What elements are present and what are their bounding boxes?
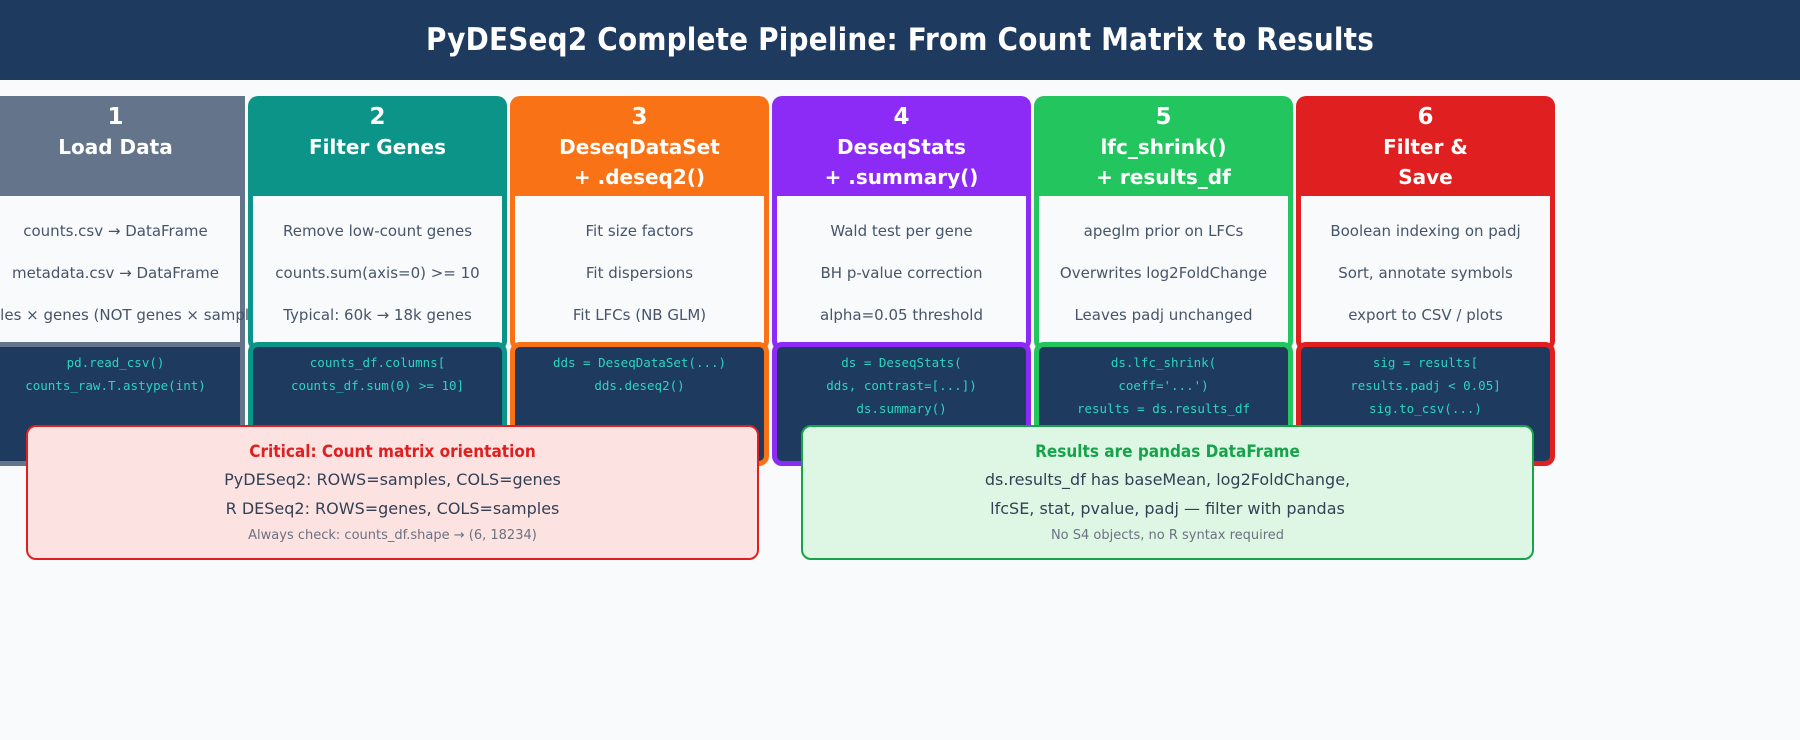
code-line: sig.to_csv(...) (1369, 401, 1482, 416)
note-line: PyDESeq2: ROWS=samples, COLS=genes (224, 470, 561, 489)
title-banner: PyDESeq2 Complete Pipeline: From Count M… (0, 0, 1800, 80)
note-line: R DESeq2: ROWS=genes, COLS=samples (225, 499, 560, 518)
note-info: Results are pandas DataFrame ds.results_d… (801, 425, 1534, 560)
step-title: DeseqStats + .summary() (824, 135, 979, 189)
step-number: 5 (1155, 104, 1172, 130)
code-line: coeff='...') (1118, 378, 1209, 393)
note-line: lfcSE, stat, pvalue, padj — filter with … (990, 499, 1345, 518)
code-line: ds.summary() (856, 401, 947, 416)
code-line: dds, contrast=[...]) (826, 378, 977, 393)
note-footnote: Always check: counts_df.shape → (6, 1823… (248, 528, 537, 543)
step-title: Load Data (58, 135, 173, 159)
step-title: DeseqDataSet + .deseq2() (559, 135, 720, 189)
code-line: counts_raw.T.astype(int) (25, 378, 206, 393)
note-title: Results are pandas DataFrame (1035, 442, 1300, 462)
code-line: results = ds.results_df (1076, 401, 1251, 416)
step-bullet: Typical: 60k → 18k genes (283, 306, 472, 324)
step-bullet: Overwrites log2FoldChange (1059, 264, 1268, 282)
step-bullet: Boolean indexing on padj (1330, 222, 1521, 240)
step-bullet: apeglm prior on LFCs (1083, 222, 1244, 240)
step-bullet: alpha=0.05 threshold (820, 306, 983, 324)
step-bullet: samples × genes (NOT genes × samples) (0, 306, 272, 324)
note-title: Critical: Count matrix orientation (249, 442, 536, 462)
page-title: PyDESeq2 Complete Pipeline: From Count M… (426, 22, 1374, 58)
code-line: sig = results[ (1372, 355, 1479, 370)
step-title: Filter Genes (308, 135, 446, 159)
code-line: ds.lfc_shrink( (1110, 355, 1217, 370)
step-bullet: metadata.csv → DataFrame (11, 264, 220, 282)
step-number: 3 (631, 104, 648, 130)
step-bullet: Remove low-count genes (282, 222, 473, 240)
step-bullet: counts.csv → DataFrame (23, 222, 208, 240)
step-bullet: BH p-value correction (820, 264, 983, 282)
step-bullet: Leaves padj unchanged (1074, 306, 1253, 324)
code-line: counts_df.columns[ (309, 355, 446, 370)
step-bullet: Fit size factors (585, 222, 694, 240)
step-title: lfc_shrink() + results_df (1096, 135, 1231, 189)
code-line: ds = DeseqStats( (841, 355, 962, 370)
step-bullet: Fit LFCs (NB GLM) (572, 306, 707, 324)
step-bullet: Fit dispersions (585, 264, 694, 282)
step-bullet: Wald test per gene (830, 222, 973, 240)
step-body-4: Wald test per gene BH p-value correction a… (772, 196, 1031, 351)
step-header-5: 5 lfc_shrink() + results_df (1034, 96, 1293, 196)
step-number: 4 (893, 104, 910, 130)
code-line: dds.deseq2() (594, 378, 685, 393)
note-footnote: No S4 objects, no R syntax required (1050, 528, 1285, 543)
step-bullet: Sort, annotate symbols (1338, 264, 1513, 282)
step-body-2: Remove low-count genes counts.sum(axis=0)… (248, 196, 507, 351)
code-line: dds = DeseqDataSet(...) (552, 355, 727, 370)
code-line: pd.read_csv() (66, 355, 165, 370)
code-line: results.padj < 0.05] (1350, 378, 1501, 393)
step-body-1: counts.csv → DataFrame metadata.csv → Dat… (0, 196, 272, 351)
step-title: Filter & Save (1383, 135, 1468, 189)
code-line: counts_df.sum(0) >= 10] (290, 378, 465, 393)
note-line: ds.results_df has baseMean, log2FoldChan… (984, 470, 1351, 489)
step-bullet: counts.sum(axis=0) >= 10 (275, 264, 480, 282)
step-number: 1 (107, 104, 124, 130)
step-number: 6 (1417, 104, 1434, 130)
step-number: 2 (369, 104, 386, 130)
step-bullet: export to CSV / plots (1348, 306, 1503, 324)
